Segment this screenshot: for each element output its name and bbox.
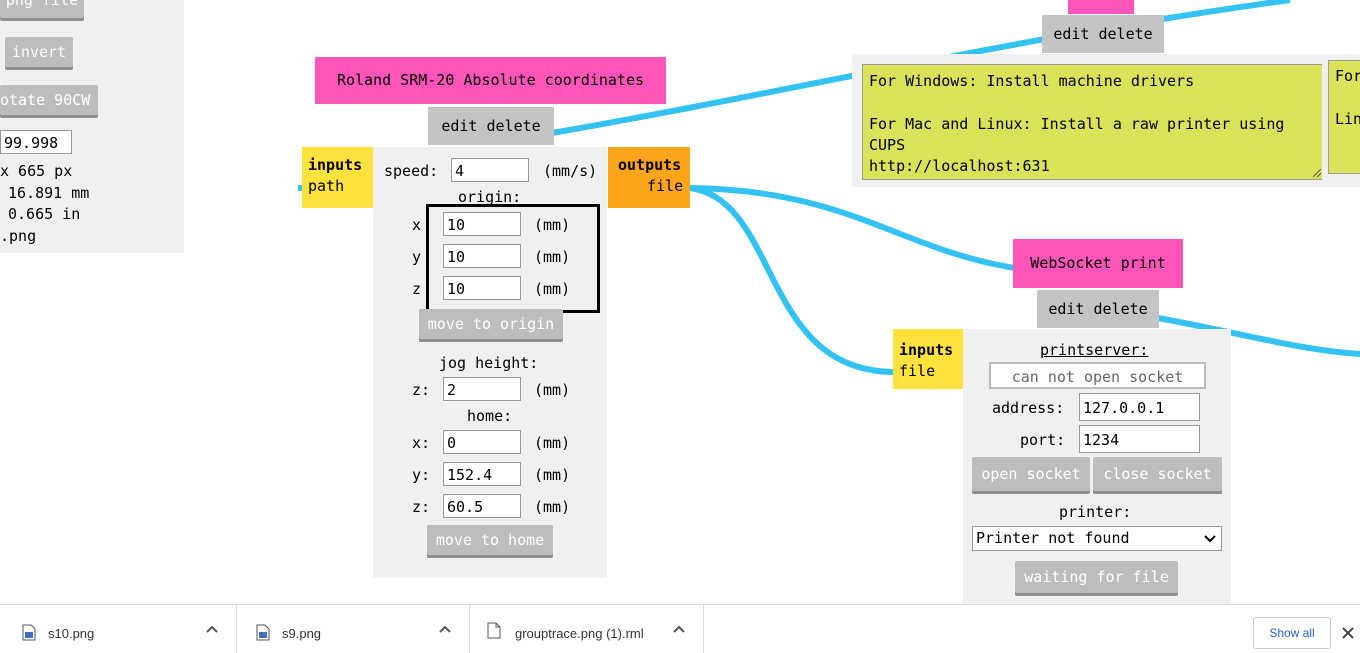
printserver-label: printserver:: [1040, 341, 1149, 359]
download-file-name: s9.png: [282, 626, 322, 641]
close-icon[interactable]: [1342, 627, 1354, 639]
home-x-unit: (mm): [534, 434, 571, 452]
download-item[interactable]: s10.png: [0, 605, 237, 653]
websocket-edit-delete[interactable]: edit delete: [1037, 290, 1159, 328]
rotate-button[interactable]: otate 90CW: [0, 85, 98, 115]
roland-outputs-label: outputs: [618, 156, 682, 174]
move-to-origin-button[interactable]: move to origin: [419, 309, 563, 339]
top-module-title: [1068, 0, 1134, 14]
right-note-line-1: For: [1335, 67, 1360, 85]
origin-z-input[interactable]: 10: [443, 276, 521, 300]
resize-handle-icon[interactable]: [1313, 169, 1321, 177]
origin-z-axis: z: [412, 280, 422, 298]
download-bar: s10.png s9.png grouptrace.png (1).rml Sh…: [0, 604, 1360, 653]
move-to-home-button[interactable]: move to home: [427, 525, 553, 555]
roland-outputs-port[interactable]: outputs file: [608, 147, 690, 208]
websocket-inputs-port[interactable]: inputs file: [893, 329, 963, 389]
home-y-unit: (mm): [534, 466, 571, 484]
printer-label: printer:: [1059, 503, 1132, 521]
info-filename: .png: [0, 227, 37, 245]
home-z-input[interactable]: 60.5: [443, 494, 521, 518]
invert-button[interactable]: invert: [5, 37, 73, 67]
highlight-box: [426, 204, 600, 313]
close-socket-button[interactable]: close socket: [1093, 457, 1222, 491]
printer-select[interactable]: Printer not found: [972, 526, 1222, 551]
jog-z-input[interactable]: 2: [443, 377, 521, 401]
wire-roland-to-websocket: [689, 185, 894, 375]
note-line-5: http://localhost:631: [869, 157, 1050, 175]
port-label: port:: [1020, 431, 1066, 449]
roland-inputs-port[interactable]: inputs path: [302, 147, 373, 208]
origin-y-axis: y: [412, 248, 422, 266]
origin-x-axis: x: [412, 216, 422, 234]
top-edit-delete[interactable]: edit delete: [1042, 15, 1164, 53]
jog-z-unit: (mm): [534, 381, 571, 399]
roland-edit-delete[interactable]: edit delete: [428, 107, 554, 145]
websocket-inputs-label: inputs: [899, 341, 954, 359]
wire-roland-to-right: [689, 185, 1016, 271]
printer-select-value: Printer not found: [976, 529, 1130, 547]
download-item[interactable]: s9.png: [236, 605, 470, 653]
waiting-for-file-button[interactable]: waiting for file: [1015, 561, 1178, 593]
jog-height-label: jog height:: [439, 354, 539, 372]
chevron-down-icon: [1204, 535, 1216, 543]
origin-x-unit: (mm): [534, 216, 571, 234]
socket-status: can not open socket: [989, 362, 1206, 389]
chevron-up-icon[interactable]: [671, 621, 687, 637]
note-line-1: For Windows: Install machine drivers: [869, 72, 1195, 90]
address-label: address:: [992, 399, 1065, 417]
origin-z-unit: (mm): [534, 280, 571, 298]
roland-inputs-label: inputs: [308, 156, 363, 174]
png-file-button[interactable]: png file: [0, 0, 84, 18]
driver-note-textarea[interactable]: For Windows: Install machine drivers For…: [862, 64, 1324, 180]
jog-z-axis: z:: [412, 381, 431, 399]
speed-input[interactable]: 4: [451, 158, 529, 182]
download-item[interactable]: grouptrace.png (1).rml: [469, 605, 704, 653]
info-in: 0.665 in: [8, 205, 81, 223]
origin-label: origin:: [458, 188, 522, 206]
home-z-axis: z:: [412, 498, 431, 516]
open-socket-button[interactable]: open socket: [972, 457, 1090, 491]
home-y-input[interactable]: 152.4: [443, 462, 521, 486]
wire-websocket-to-right: [1157, 315, 1360, 357]
home-z-unit: (mm): [534, 498, 571, 516]
websocket-inputs-type: file: [899, 362, 936, 380]
info-px: x 665 px: [0, 162, 73, 180]
home-label: home:: [467, 407, 513, 425]
download-file-name: grouptrace.png (1).rml: [515, 626, 644, 641]
image-file-icon: [22, 624, 36, 641]
roland-inputs-type: path: [308, 177, 345, 195]
image-file-icon: [256, 624, 270, 641]
address-input[interactable]: 127.0.0.1: [1079, 393, 1200, 421]
speed-label: speed:: [384, 162, 439, 180]
origin-y-input[interactable]: 10: [443, 244, 521, 268]
port-input[interactable]: 1234: [1079, 425, 1200, 453]
home-x-input[interactable]: 0: [443, 430, 521, 454]
origin-y-unit: (mm): [534, 248, 571, 266]
dpi-input[interactable]: 99.998: [0, 130, 72, 154]
home-x-axis: x:: [412, 434, 431, 452]
show-all-button[interactable]: Show all: [1253, 617, 1331, 649]
home-y-axis: y:: [412, 466, 431, 484]
roland-outputs-type: file: [647, 177, 684, 195]
roland-module-title[interactable]: Roland SRM-20 Absolute coordinates: [315, 57, 666, 104]
chevron-up-icon[interactable]: [437, 621, 453, 637]
speed-unit: (mm/s): [543, 162, 598, 180]
websocket-module-title[interactable]: WebSocket print: [1013, 239, 1183, 288]
note-line-3: For Mac and Linux: Install a raw printer…: [869, 115, 1285, 133]
info-mm: 16.891 mm: [8, 184, 90, 202]
chevron-up-icon[interactable]: [204, 621, 220, 637]
document-file-icon: [487, 622, 501, 639]
note-line-4: CUPS: [869, 136, 906, 154]
download-file-name: s10.png: [48, 626, 95, 641]
right-note-textarea[interactable]: For Lin: [1328, 60, 1360, 174]
origin-x-input[interactable]: 10: [443, 212, 521, 236]
right-note-line-3: Lin: [1335, 110, 1360, 128]
